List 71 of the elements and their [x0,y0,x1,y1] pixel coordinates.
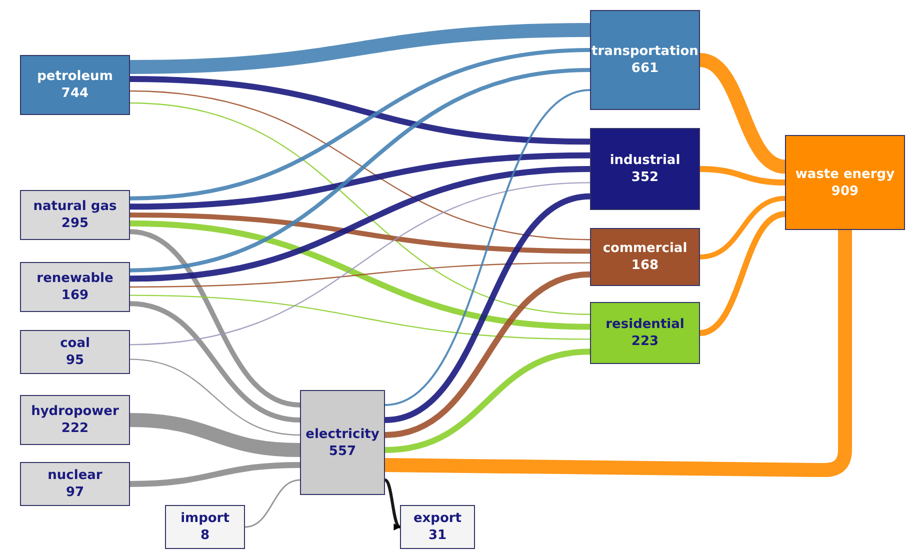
flow-band [698,53,786,174]
node-label: residential [606,316,684,333]
flow-band [130,220,590,330]
value-label: 223 [631,333,659,350]
flow-node [590,128,700,210]
node-label: coal [60,335,90,352]
flow-band [700,166,786,186]
flow-band [130,23,590,74]
node-label: nuclear [48,467,102,484]
flow-band [130,68,590,272]
flow-node [785,135,905,230]
node-label: petroleum [37,68,113,85]
flow-band [130,262,590,288]
flow-band [130,301,300,422]
node-label: electricity [306,426,380,442]
flow-band [700,196,786,260]
node-label: commercial [602,240,688,257]
flow-band [130,358,300,436]
node-label: industrial [610,152,680,169]
value-label: 557 [328,442,356,460]
flow-band [384,348,590,453]
node-label: natural gas [33,198,117,215]
node-label: waste energy [795,166,895,182]
flow-node [20,395,130,445]
flow-node [300,390,385,495]
flow-band [130,294,590,340]
arrow [384,478,401,528]
value-label: 31 [428,527,447,544]
flow-band [130,182,590,346]
value-label: 909 [831,182,859,200]
value-label: 744 [61,85,89,102]
flow-band [384,193,591,423]
flow-band [384,230,852,477]
value-label: 97 [66,484,84,501]
flow-band [130,462,300,487]
flow-node [165,505,245,549]
flow-band [130,152,590,210]
flow-node [590,228,700,286]
flow-node [400,505,475,549]
node-label: export [413,510,462,527]
value-label: 661 [631,60,659,77]
flow-band [244,479,300,528]
flow-band [130,413,300,457]
flow-band [130,166,590,282]
flow-band [130,76,590,145]
value-label: 352 [631,169,659,186]
flow-band [130,212,590,254]
node-label: import [180,510,230,527]
value-label: 295 [61,215,89,232]
value-label: 95 [66,352,84,369]
flow-node [20,190,130,240]
node-label: hydropower [31,403,119,420]
value-label: 169 [61,287,89,304]
flow-band [130,90,590,240]
flow-band [384,271,590,438]
flow-band [130,102,590,315]
flow-band [130,229,300,408]
value-label: 8 [200,527,210,544]
flow-node [20,330,130,374]
flow-band [699,211,786,336]
node-label: transportation [592,43,698,60]
flow-node [20,55,130,115]
flow-node [590,10,700,110]
value-label: 168 [631,257,659,274]
flow-band [384,89,590,406]
flow-node [20,262,130,312]
flow-band [130,48,590,200]
flow-node [590,302,700,364]
flow-node [20,462,130,506]
node-label: renewable [36,270,114,287]
value-label: 222 [61,420,89,437]
